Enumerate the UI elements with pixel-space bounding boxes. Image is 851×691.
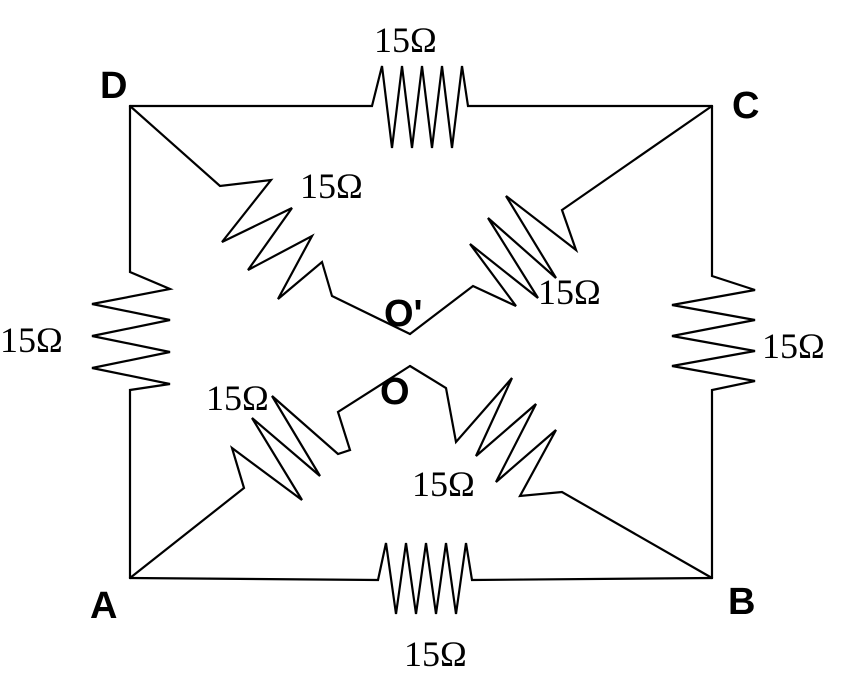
wire-d-oprime	[128, 104, 412, 336]
node-label-oprime: O'	[384, 293, 423, 335]
wire-da	[91, 104, 174, 580]
node-label-c: C	[732, 85, 759, 127]
wire-cb	[671, 104, 756, 580]
wire-a-o	[128, 364, 412, 580]
node-label-d: D	[100, 65, 127, 107]
resistor-label-c-oprime: 15Ω	[538, 272, 601, 312]
resistor-label-ab: 15Ω	[404, 634, 467, 674]
wire-ab	[128, 542, 714, 615]
resistor-label-a-o: 15Ω	[206, 378, 269, 418]
wire-b-o	[408, 364, 714, 580]
node-label-o: O	[380, 371, 410, 413]
node-label-b: B	[728, 581, 755, 623]
resistor-label-dc: 15Ω	[374, 20, 437, 60]
resistor-label-da: 15Ω	[0, 320, 63, 360]
node-label-a: A	[90, 585, 117, 627]
resistor-label-cb: 15Ω	[762, 326, 825, 366]
wire-c-oprime	[408, 104, 714, 336]
resistor-label-b-o: 15Ω	[412, 464, 475, 504]
resistor-label-d-oprime: 15Ω	[300, 166, 363, 206]
wire-dc	[128, 65, 714, 149]
